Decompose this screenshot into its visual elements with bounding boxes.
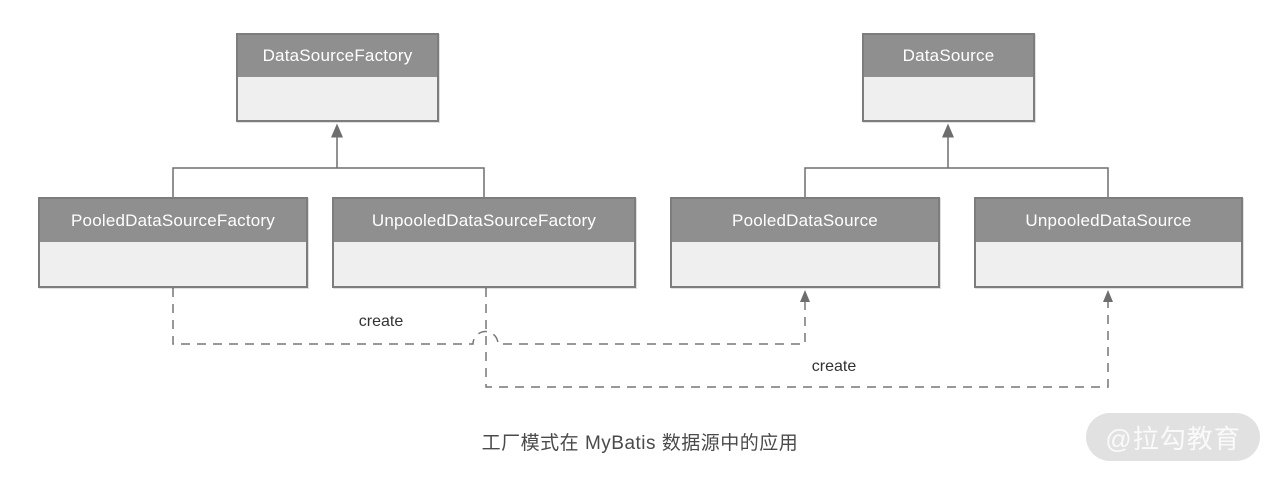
class-box-unpooleddatasourcefactory: UnpooledDataSourceFactory [332,197,636,288]
class-body [334,242,634,286]
inheritance-connector-datasources [804,135,1109,197]
create-edge-pooled [172,288,806,345]
class-title: PooledDataSource [672,199,938,242]
class-title: UnpooledDataSourceFactory [334,199,634,242]
class-box-pooleddatasource: PooledDataSource [670,197,940,288]
create-arrowhead-unpooled [1103,290,1113,302]
class-title: UnpooledDataSource [976,199,1241,242]
class-box-unpooleddatasource: UnpooledDataSource [974,197,1243,288]
class-body [976,242,1241,286]
watermark-badge: @拉勾教育 [1086,413,1260,461]
class-body [238,77,437,120]
class-box-datasourcefactory: DataSourceFactory [236,33,439,122]
class-body [40,242,306,286]
inheritance-arrowhead-datasourcefactory [331,123,343,138]
inheritance-connector-factories [172,135,485,197]
class-title: DataSourceFactory [238,35,437,77]
class-body [864,77,1033,120]
create-arrowhead-pooled [800,290,810,302]
class-box-pooleddatasourcefactory: PooledDataSourceFactory [38,197,308,288]
class-title: PooledDataSourceFactory [40,199,306,242]
create-edge-unpooled [485,288,1109,388]
inheritance-arrowhead-datasource [942,123,954,138]
diagram-caption: 工厂模式在 MyBatis 数据源中的应用 [481,433,799,454]
create-label-left: create [358,313,404,330]
create-label-right: create [811,358,857,375]
class-box-datasource: DataSource [862,33,1035,122]
class-title: DataSource [864,35,1033,77]
class-body [672,242,938,286]
